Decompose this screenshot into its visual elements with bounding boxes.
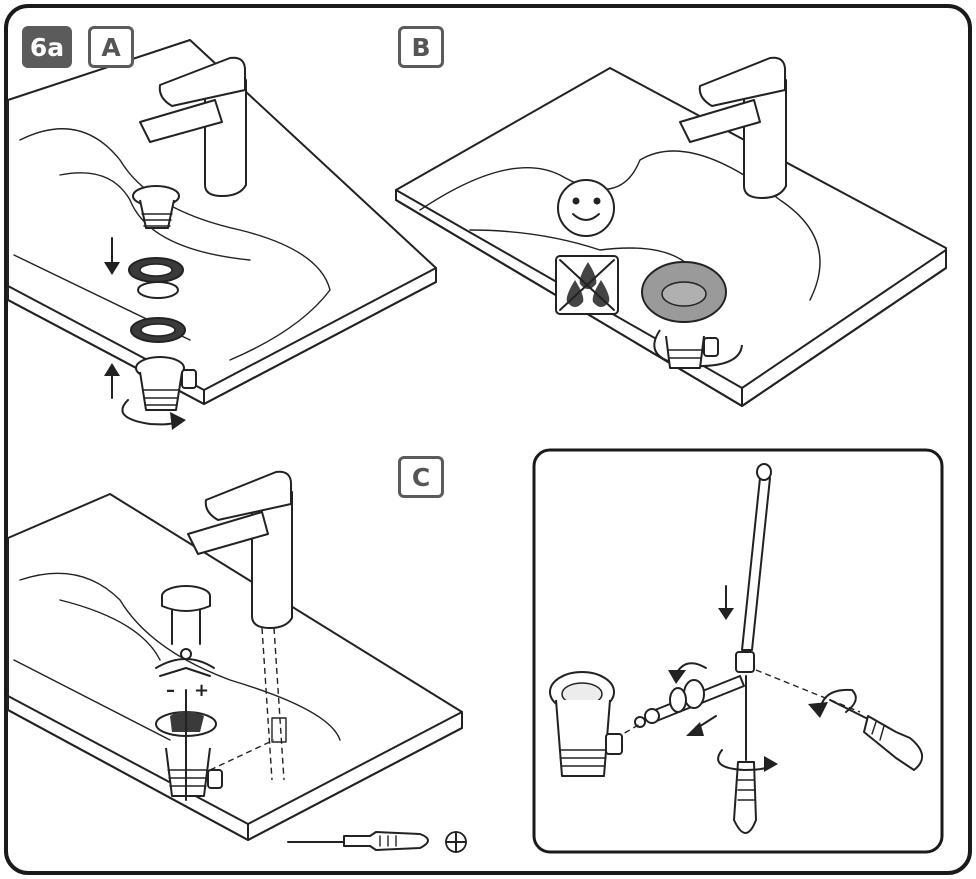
smiley-icon bbox=[558, 180, 614, 236]
no-drip-icon bbox=[556, 256, 618, 314]
adjust-minus-label: – bbox=[166, 680, 175, 701]
panel-label-a: A bbox=[88, 26, 134, 68]
adjust-plus-label: + bbox=[194, 680, 209, 701]
panel-label-b: B bbox=[398, 26, 444, 68]
panel-label-c: C bbox=[398, 456, 444, 498]
detail-inset bbox=[534, 450, 942, 852]
step-badge: 6a bbox=[22, 26, 72, 68]
phillips-icon bbox=[446, 832, 466, 852]
